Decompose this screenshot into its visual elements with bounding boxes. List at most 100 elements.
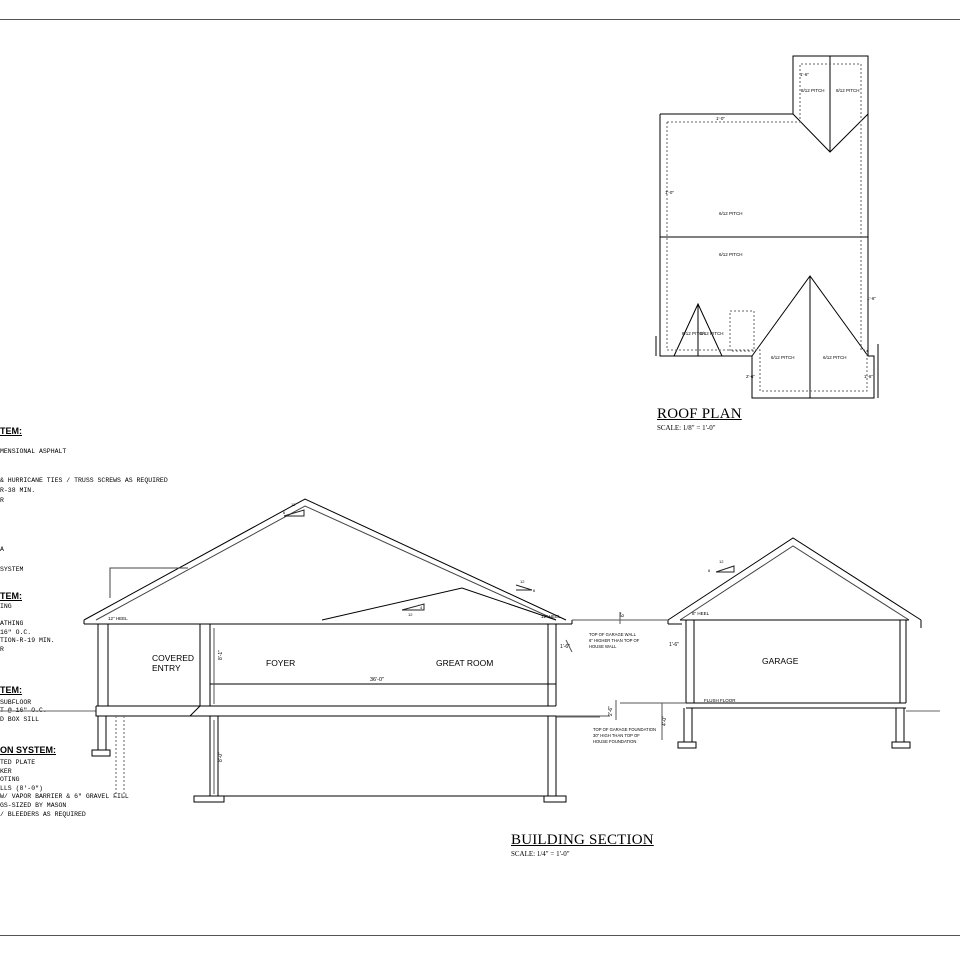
roof-plan <box>655 55 879 399</box>
spec-note-line: TED PLATE <box>0 759 36 766</box>
pitch-triangle <box>715 565 735 573</box>
pitch-rise: 4 <box>420 605 423 610</box>
pitch-rise: 12 <box>719 559 724 564</box>
dim-heel-right: 12" HEEL <box>541 614 561 619</box>
dim-found-step-1: 2'-6" <box>608 706 614 716</box>
wall-system-heading: TEM: <box>0 591 22 601</box>
dim-label: 1'-6" <box>864 374 873 379</box>
dim-label: 1'-6" <box>867 296 876 301</box>
pitch-label: 6/12 PITCH <box>823 355 847 360</box>
spec-note-line: & HURRICANE TIES / TRUSS SCREWS AS REQUI… <box>0 477 168 485</box>
sheet-border-top <box>0 19 960 20</box>
spec-note-line: ATHING <box>0 620 24 628</box>
great-room-roof <box>321 587 557 621</box>
roof-plan-wall-dashed <box>666 63 868 392</box>
dim-basement-height: 8'-0" <box>218 752 224 762</box>
dim-garage-step: 6" <box>620 612 626 617</box>
spec-notes: TEM: MENSIONAL ASPHALT & HURRICANE TIES /… <box>0 0 200 960</box>
left-roof-bump <box>109 567 188 598</box>
garage-wall-note-3: HOUSE WALL <box>589 644 617 649</box>
dim-wall-height: 8'-1" <box>218 650 224 660</box>
spec-note-line: W/ VAPOR BARRIER & 6" GRAVEL FILL <box>0 793 129 801</box>
pitch-label: 8/12 PITCH <box>801 88 825 93</box>
building-section-title: BUILDING SECTION <box>511 832 654 848</box>
spec-note-line: D BOX SILL <box>0 715 40 723</box>
entry-footing <box>91 749 111 757</box>
room-label-covered-1: COVERED <box>152 653 194 663</box>
building-section-scale: SCALE: 1/4" = 1'-0" <box>511 850 570 858</box>
room-label-foyer: FOYER <box>266 658 295 668</box>
house-roof <box>83 498 567 621</box>
dim-tick <box>565 639 573 653</box>
garage-wall-note-1: TOP OF GARAGE WALL <box>589 632 637 637</box>
pitch-label: 8/12 PITCH <box>700 331 724 336</box>
basement-footing <box>543 795 567 803</box>
spec-note-line: ING <box>0 603 12 610</box>
dim-span: 36'-0" <box>370 677 384 683</box>
floor-system-heading: TEM: <box>0 685 22 695</box>
dim-label: 1'-0" <box>716 116 725 121</box>
dim-label: 1'-6" <box>800 72 809 77</box>
roof-plan-title-block: ROOF PLAN SCALE: 1/8" = 1'-0" <box>657 406 742 432</box>
garage-wall-note-2: 6" HIGHER THAN TOP OF <box>589 638 640 643</box>
spec-note-line: SUBFLOOR <box>0 699 32 706</box>
roof-system-heading: TEM: <box>0 426 22 436</box>
dim-heel-left: 12" HEEL <box>108 616 128 621</box>
room-label-great-room: GREAT ROOM <box>436 658 493 668</box>
garage-found-note-1: TOP OF GARAGE FOUNDATION <box>593 727 656 732</box>
basement-footing <box>193 795 225 803</box>
garage-found-note-2: 30" HIGH THAN TOP OF <box>593 733 640 738</box>
pitch-label: 6/12 PITCH <box>719 252 743 257</box>
pitch-label: 8/12 PITCH <box>682 331 706 336</box>
spec-note-line: TION-R-19 MIN. <box>0 637 55 645</box>
garage-footing <box>891 741 911 749</box>
roof-plan-chimney-dashed <box>729 310 755 352</box>
roof-plan-labels: 8/12 PITCH 8/12 PITCH 6/12 PITCH 6/12 PI… <box>665 72 876 379</box>
pitch-run: 6 <box>533 588 536 593</box>
spec-note-line: SYSTEM <box>0 565 24 573</box>
dim-found-step-2: 4'-0" <box>662 716 668 726</box>
room-label-garage: GARAGE <box>762 656 799 666</box>
pitch-rise: 12 <box>520 579 525 584</box>
spec-note-line: OTING <box>0 776 20 784</box>
pitch-run: 6 <box>283 510 286 515</box>
spec-note-line: GS-SIZED BY MASON <box>0 802 67 809</box>
pitch-rise: 12 <box>291 502 296 507</box>
pitch-label: 6/12 PITCH <box>771 355 795 360</box>
pitch-run: 12 <box>408 612 413 617</box>
building-section-labels: COVERED ENTRY FOYER GREAT ROOM GARAGE 36… <box>108 502 799 762</box>
dim-label: 1'-0" <box>665 190 674 195</box>
foundation-system-heading: ON SYSTEM: <box>0 745 57 755</box>
pitch-run: 6 <box>708 568 711 573</box>
pitch-triangle <box>283 509 305 517</box>
spec-note-line: R <box>0 646 4 653</box>
pitch-label: 6/12 PITCH <box>719 211 743 216</box>
garage-footing <box>677 741 697 749</box>
garage-found-note-3: HOUSE FOUNDATION <box>593 739 636 744</box>
roof-plan-title: ROOF PLAN <box>657 406 742 422</box>
roof-plan-scale: SCALE: 1/8" = 1'-0" <box>657 424 716 432</box>
spec-note-line: R-38 MIN. <box>0 487 36 495</box>
spec-note-line: 16" O.C. <box>0 628 32 636</box>
garage-roof-underside <box>679 545 910 621</box>
spec-note-line: A <box>0 546 4 553</box>
spec-note-line: MENSIONAL ASPHALT <box>0 448 67 455</box>
room-label-covered-2: ENTRY <box>152 663 181 673</box>
dim-label: 2'-6" <box>746 374 755 379</box>
roof-plan-outline <box>659 55 875 399</box>
pitch-triangle <box>515 584 533 591</box>
dim-overhang-garage: 1'-6" <box>669 642 679 648</box>
garage-roof <box>667 537 922 621</box>
spec-note-line: R <box>0 497 4 504</box>
pitch-triangle <box>401 603 425 611</box>
flush-floor-label: FLUSH FLOOR <box>704 698 736 703</box>
dim-overhang-house: 1'-6" <box>560 644 570 650</box>
spec-note-line: LLS (8'-0") <box>0 784 43 792</box>
building-section-title-block: BUILDING SECTION SCALE: 1/4" = 1'-0" <box>511 832 654 858</box>
pitch-label: 8/12 PITCH <box>836 88 860 93</box>
sheet-border-bottom <box>0 935 960 936</box>
spec-note-line: KER <box>0 767 12 775</box>
building-section <box>0 498 940 803</box>
